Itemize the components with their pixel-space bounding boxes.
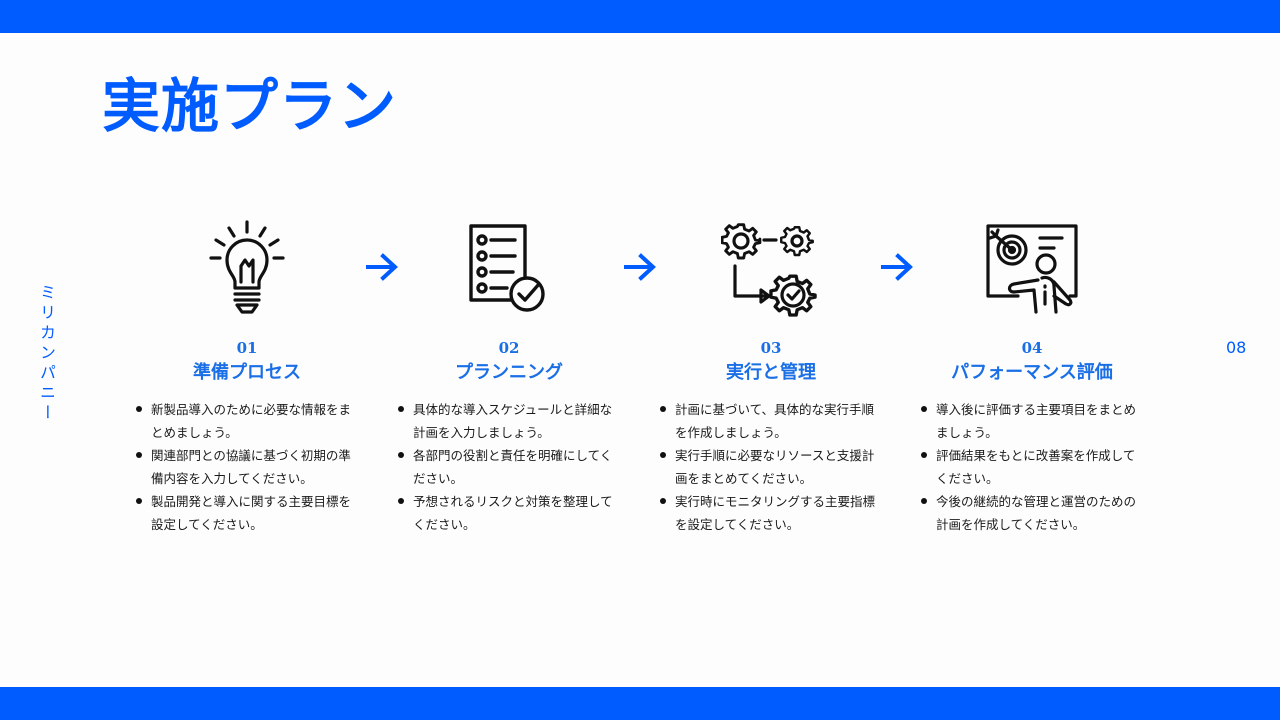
list-item: 製品開発と導入に関する主要目標を設定してください。 <box>135 490 352 536</box>
top-accent-bar <box>0 0 1280 33</box>
list-item: 予想されるリスクと対策を整理してください。 <box>397 490 614 536</box>
list-item: 実行時にモニタリングする主要指標を設定してください。 <box>659 490 876 536</box>
gears-process-icon <box>646 215 896 320</box>
checklist-icon <box>384 215 634 320</box>
list-item: 具体的な導入スケジュールと詳細な計画を入力しましょう。 <box>397 398 614 444</box>
list-item: 導入後に評価する主要項目をまとめましょう。 <box>920 398 1137 444</box>
step-preparation: 01 準備プロセス 新製品導入のために必要な情報をまとめましょう。 関連部門との… <box>122 215 372 536</box>
step-number: 04 <box>1021 339 1043 357</box>
list-item: 実行手順に必要なリソースと支援計画をまとめてください。 <box>659 444 876 490</box>
bullet-list: 計画に基づいて、具体的な実行手順を作成しましょう。 実行手順に必要なリソースと支… <box>646 398 876 536</box>
step-title: プランニング <box>455 362 563 383</box>
step-performance-evaluation: 04 パフォーマンス評価 導入後に評価する主要項目をまとめましょう。 評価結果を… <box>907 215 1157 536</box>
step-execution: 03 実行と管理 計画に基づいて、具体的な実行手順を作成しましょう。 実行手順に… <box>646 215 896 536</box>
list-item: 各部門の役割と責任を明確にしてください。 <box>397 444 614 490</box>
step-title: パフォーマンス評価 <box>951 362 1113 383</box>
step-title: 実行と管理 <box>726 362 816 383</box>
page-number: 08 <box>1226 338 1247 357</box>
list-item: 新製品導入のために必要な情報をまとめましょう。 <box>135 398 352 444</box>
step-number: 02 <box>498 339 520 357</box>
list-item: 評価結果をもとに改善案を作成してください。 <box>920 444 1137 490</box>
presentation-target-icon <box>907 215 1157 320</box>
step-number: 01 <box>236 339 258 357</box>
list-item: 関連部門との協議に基づく初期の準備内容を入力してください。 <box>135 444 352 490</box>
arrow-right-icon <box>881 253 913 281</box>
lightbulb-icon <box>122 215 372 320</box>
step-number: 03 <box>760 339 782 357</box>
page-title: 実施プラン <box>102 72 398 140</box>
step-title: 準備プロセス <box>193 362 301 383</box>
list-item: 今後の継続的な管理と運営のための計画を作成してください。 <box>920 490 1137 536</box>
arrow-right-icon <box>366 253 398 281</box>
list-item: 計画に基づいて、具体的な実行手順を作成しましょう。 <box>659 398 876 444</box>
bullet-list: 新製品導入のために必要な情報をまとめましょう。 関連部門との協議に基づく初期の準… <box>122 398 352 536</box>
bullet-list: 導入後に評価する主要項目をまとめましょう。 評価結果をもとに改善案を作成してくだ… <box>907 398 1137 536</box>
brand-name: ミリカンパニー <box>37 284 56 424</box>
bullet-list: 具体的な導入スケジュールと詳細な計画を入力しましょう。 各部門の役割と責任を明確… <box>384 398 614 536</box>
step-planning: 02 プランニング 具体的な導入スケジュールと詳細な計画を入力しましょう。 各部… <box>384 215 634 536</box>
arrow-right-icon <box>624 253 656 281</box>
bottom-accent-bar <box>0 687 1280 720</box>
